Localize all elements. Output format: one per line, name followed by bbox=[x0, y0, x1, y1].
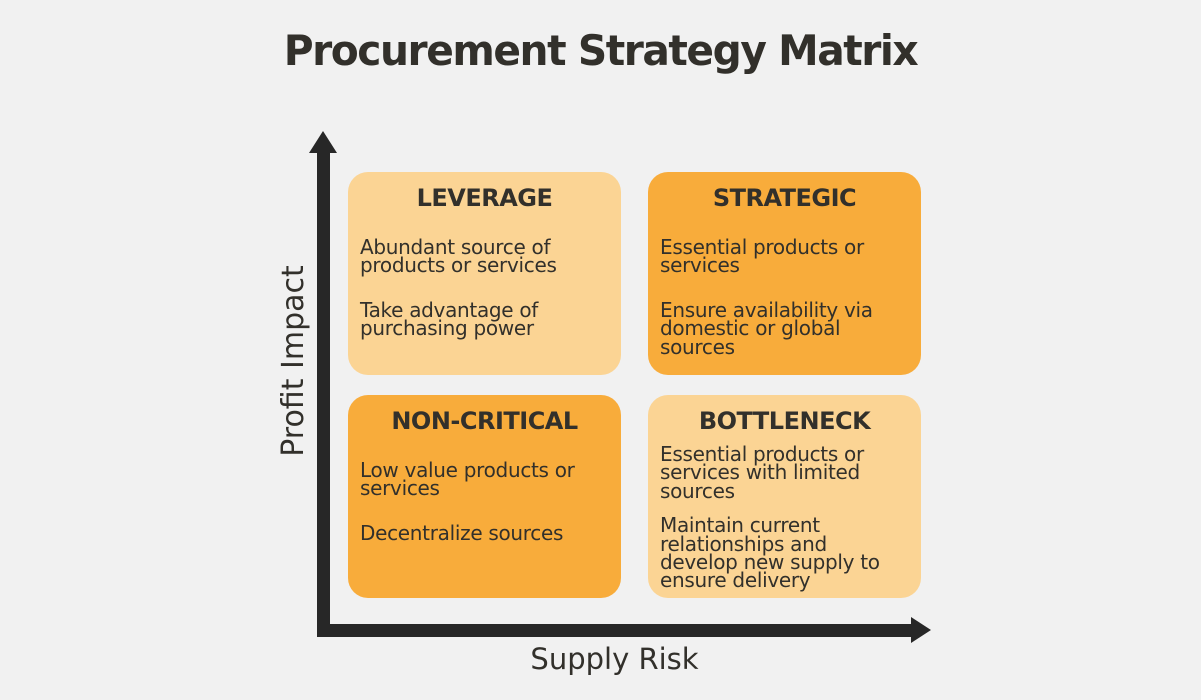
x-axis-line bbox=[317, 624, 912, 637]
y-axis-line bbox=[317, 150, 330, 637]
quadrant-bottleneck-point-1: Essential products or services with limi… bbox=[660, 442, 864, 503]
x-axis-label: Supply Risk bbox=[530, 642, 699, 676]
quadrant-non-critical-point-2: Decentralize sources bbox=[360, 520, 564, 545]
y-axis-arrowhead-icon bbox=[309, 131, 337, 153]
quadrant-bottleneck-point-2: Maintain current relationships and devel… bbox=[660, 513, 880, 593]
quadrant-bottleneck-title: BOTTLENECK bbox=[698, 407, 871, 435]
quadrant-strategic: STRATEGIC Essential products or services… bbox=[648, 172, 921, 375]
quadrant-non-critical: NON-CRITICAL Low value products or servi… bbox=[348, 395, 621, 598]
quadrant-non-critical-point-1: Low value products or services bbox=[360, 458, 575, 501]
y-axis-label: Profit Impact bbox=[276, 265, 311, 457]
quadrant-leverage: LEVERAGE Abundant source of products or … bbox=[348, 172, 621, 375]
quadrant-leverage-point-2: Take advantage of purchasing power bbox=[360, 297, 539, 341]
quadrant-leverage-point-1: Abundant source of products or services bbox=[360, 235, 557, 278]
quadrant-strategic-point-1: Essential products or services bbox=[660, 235, 864, 278]
quadrant-bottleneck: BOTTLENECK Essential products or service… bbox=[648, 395, 921, 598]
quadrant-leverage-title: LEVERAGE bbox=[416, 184, 553, 212]
x-axis-arrowhead-icon bbox=[911, 617, 931, 643]
quadrant-strategic-title: STRATEGIC bbox=[712, 184, 857, 212]
quadrant-strategic-point-2: Ensure availability via domestic or glob… bbox=[660, 297, 873, 359]
quadrant-non-critical-title: NON-CRITICAL bbox=[391, 407, 578, 435]
page-title: Procurement Strategy Matrix bbox=[283, 26, 919, 75]
